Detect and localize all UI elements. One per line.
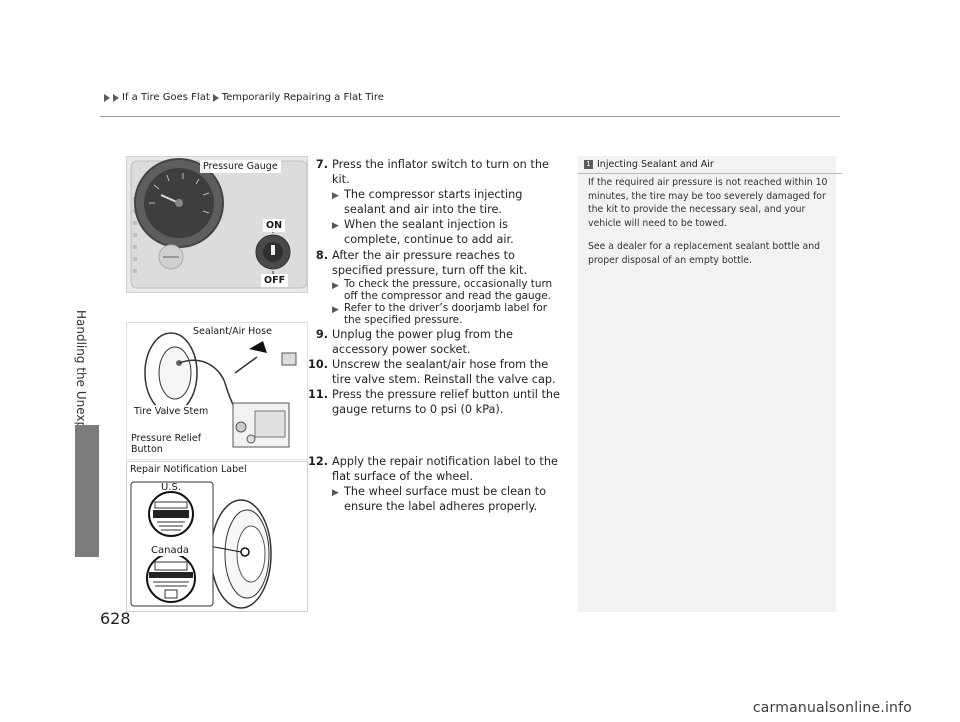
- notification-illustration: [130, 481, 272, 609]
- side-tab-marker: [75, 425, 99, 557]
- note-header: 1 Injecting Sealant and Air: [578, 156, 842, 174]
- note-badge: 1: [584, 160, 593, 169]
- arrow-icon: [113, 93, 119, 102]
- step-7: 7. Press the inflator switch to turn on …: [312, 157, 560, 187]
- step-8: 8. After the air pressure reaches to spe…: [312, 248, 560, 278]
- sealant-hose-label: Sealant/Air Hose: [190, 325, 275, 338]
- notification-title: Repair Notification Label: [130, 464, 247, 475]
- step-text: Apply the repair notification label to t…: [332, 455, 558, 483]
- pressure-relief-label: Pressure Relief Button: [131, 433, 201, 455]
- note-paragraph-1: If the required air pressure is not reac…: [588, 177, 828, 229]
- step-number: 8.: [315, 249, 328, 262]
- sub-text: To check the pressure, occasionally turn…: [344, 278, 553, 302]
- step-text: Press the inflator switch to turn on the…: [332, 158, 549, 186]
- pressure-gauge-figure: Pressure Gauge ON OFF: [126, 156, 308, 293]
- note-title: Injecting Sealant and Air: [597, 159, 714, 170]
- step-8-sub-1: ▶ To check the pressure, occasionally tur…: [332, 278, 560, 302]
- step-7-sub-1: ▶ The compressor starts injecting sealant…: [332, 187, 560, 217]
- step-7-sub-2: ▶ When the sealant injection is complete,…: [332, 217, 560, 247]
- breadcrumb-parent[interactable]: If a Tire Goes Flat: [122, 92, 210, 103]
- arrow-icon: [104, 93, 110, 102]
- instruction-steps: 7. Press the inflator switch to turn on …: [308, 157, 560, 514]
- step-12-sub-1: ▶ The wheel surface must be clean to ensu…: [332, 484, 560, 514]
- sealant-hose-figure: Sealant/Air Hose Tire Valve Stem Pressur…: [126, 322, 308, 460]
- pressure-gauge-label: Pressure Gauge: [200, 160, 281, 173]
- step-12: 12. Apply the repair notification label …: [308, 454, 560, 484]
- step-number: 7.: [315, 158, 328, 171]
- sub-text: The wheel surface must be clean to ensur…: [344, 485, 547, 513]
- step-11: 11. Press the pressure relief button unt…: [308, 387, 560, 417]
- off-label: OFF: [261, 274, 289, 287]
- page-number: 628: [100, 609, 131, 628]
- step-number: 11.: [308, 388, 329, 401]
- step-9: 9. Unplug the power plug from the access…: [312, 327, 560, 357]
- on-label: ON: [263, 219, 286, 232]
- pressure-relief-label-line1: Pressure Relief: [131, 433, 202, 444]
- breadcrumb: If a Tire Goes Flat Temporarily Repairin…: [104, 92, 384, 103]
- pressure-relief-label-line2: Button: [131, 444, 163, 455]
- arrow-icon: ▶: [332, 191, 339, 201]
- step-number: 12.: [308, 455, 329, 468]
- step-number: 10.: [308, 358, 329, 371]
- step-number: 9.: [315, 328, 328, 341]
- repair-notification-figure: Repair Notification Label U.S. Canada: [126, 461, 308, 612]
- footer-watermark: carmanualsonline.info: [752, 700, 912, 716]
- step-text: Unscrew the sealant/air hose from the ti…: [332, 358, 556, 386]
- step-text: After the air pressure reaches to specif…: [332, 249, 528, 277]
- arrow-icon: [212, 93, 219, 102]
- us-label: U.S.: [161, 482, 182, 493]
- step-10: 10. Unscrew the sealant/air hose from th…: [308, 357, 560, 387]
- arrow-icon: ▶: [332, 221, 339, 231]
- sub-text: When the sealant injection is complete, …: [344, 218, 514, 246]
- step-8-sub-2: ▶ Refer to the driver’s doorjamb label fo…: [332, 302, 560, 326]
- step-text: Unplug the power plug from the accessory…: [332, 328, 513, 356]
- arrow-icon: ▶: [332, 281, 339, 291]
- sub-text: The compressor starts injecting sealant …: [344, 188, 523, 216]
- step-text: Press the pressure relief button until t…: [332, 388, 560, 416]
- note-box: 1 Injecting Sealant and Air If the requi…: [578, 156, 842, 612]
- canada-label: Canada: [151, 545, 190, 556]
- breadcrumb-current[interactable]: Temporarily Repairing a Flat Tire: [221, 92, 384, 103]
- note-paragraph-2: See a dealer for a replacement sealant b…: [588, 241, 821, 266]
- tire-valve-stem-label: Tire Valve Stem: [131, 405, 212, 418]
- arrow-icon: ▶: [332, 305, 339, 315]
- sub-text: Refer to the driver’s doorjamb label for…: [344, 302, 548, 326]
- arrow-icon: ▶: [332, 488, 339, 498]
- header-rule: [100, 116, 840, 117]
- gauge-illustration: [127, 157, 307, 292]
